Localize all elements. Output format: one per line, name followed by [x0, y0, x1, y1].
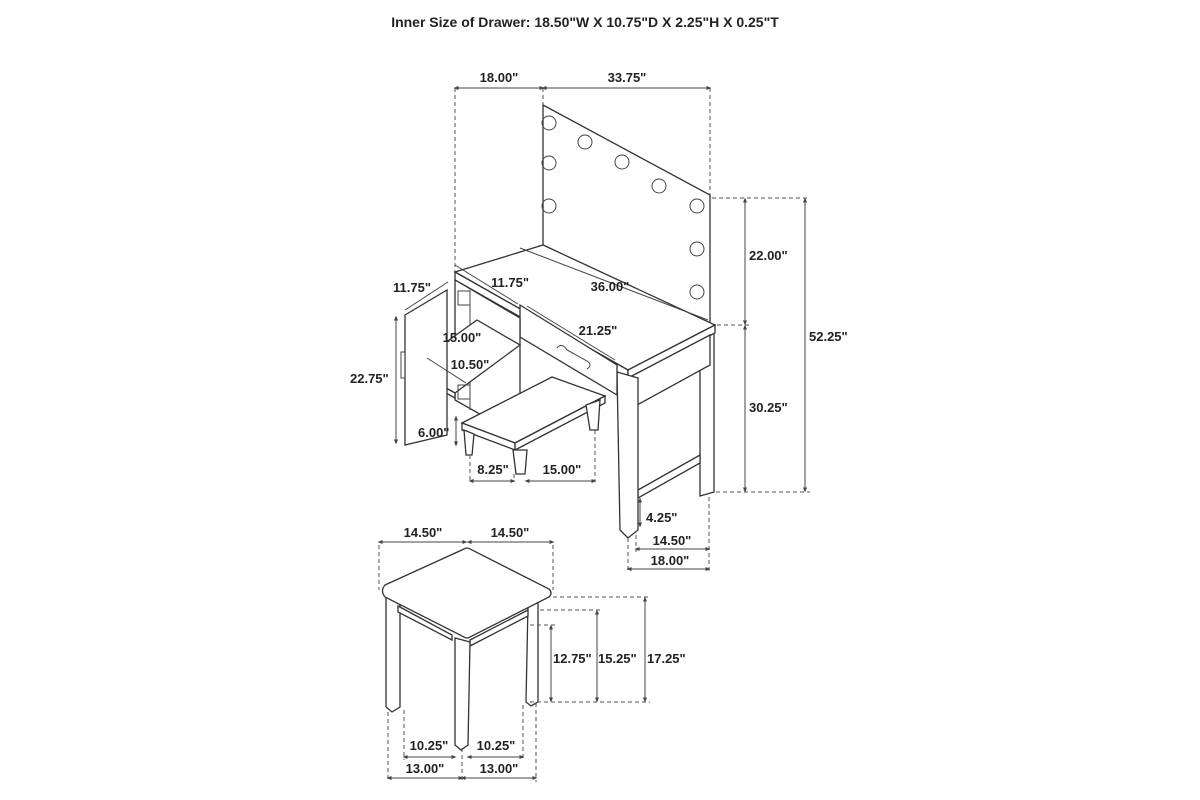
dim-stool-inner-right: 10.25" — [477, 738, 516, 753]
dim-leg-gap-left: 8.25" — [477, 462, 508, 477]
vanity-dimensions: 18.00" 33.75" 22.00" 30.25" 52.25" 36.00… — [350, 70, 848, 572]
dim-drawer-width: 21.25" — [579, 323, 618, 338]
dim-outer-depth: 18.00" — [651, 553, 690, 568]
vanity-desk — [400, 103, 717, 539]
dim-depth-top: 18.00" — [480, 70, 519, 85]
dim-apron-clearance: 12.75" — [553, 651, 592, 666]
dim-seat-underside: 15.25" — [598, 651, 637, 666]
dim-stool-top-right: 14.50" — [491, 525, 530, 540]
stool — [381, 547, 552, 751]
dim-stool-outer-left: 13.00" — [406, 761, 445, 776]
stool-dimensions: 14.50" 14.50" 12.75" 15.25" 17.25" 10.25… — [377, 525, 686, 782]
dim-total-height: 52.25" — [809, 329, 848, 344]
dim-door-width: 11.75" — [393, 280, 431, 295]
dim-leg-gap-right: 15.00" — [543, 462, 582, 477]
dim-inner-leg-depth: 14.50" — [653, 533, 692, 548]
dim-mirror-height: 22.00" — [749, 248, 788, 263]
stool-seat — [381, 547, 552, 639]
mirror-bulbs — [541, 115, 705, 300]
dim-stool-top-left: 14.50" — [404, 525, 443, 540]
dim-cabinet-clearance: 6.00" — [418, 425, 449, 440]
dim-mirror-width: 33.75" — [608, 70, 647, 85]
dim-stool-inner-left: 10.25" — [410, 738, 449, 753]
dim-cabinet-height: 22.75" — [350, 371, 389, 386]
drawer-handle — [556, 344, 591, 370]
front-leg — [616, 371, 639, 539]
dim-desk-height: 30.25" — [749, 400, 788, 415]
dim-shelf-width: 15.00" — [443, 330, 482, 345]
drawer-inner-size-title: Inner Size of Drawer: 18.50"W X 10.75"D … — [391, 14, 779, 30]
cabinet-door — [404, 288, 448, 446]
dim-shelf-depth: 10.50" — [451, 357, 490, 372]
dim-seat-height: 17.25" — [647, 651, 686, 666]
dim-cabinet-depth: 11.75" — [491, 275, 529, 290]
dim-stool-outer-right: 13.00" — [480, 761, 519, 776]
dim-top-width: 36.00" — [591, 279, 630, 294]
dim-stretcher-height: 4.25" — [646, 510, 677, 525]
